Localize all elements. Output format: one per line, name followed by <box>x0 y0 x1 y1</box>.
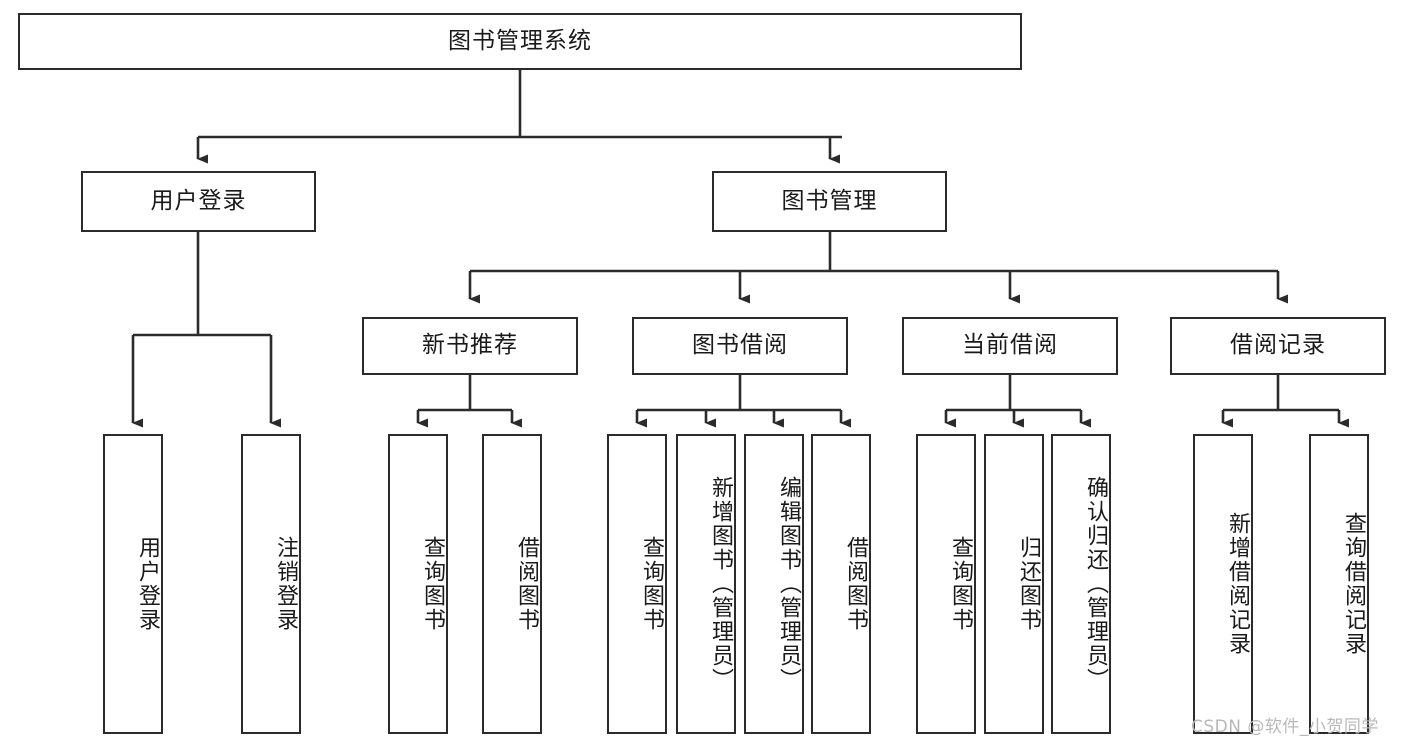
leaf-label: 借阅图书 <box>514 536 539 632</box>
leaf-book-borrow-edit-book-admin[interactable]: 编辑图书（管理员） <box>744 434 804 734</box>
node-user-login[interactable]: 用户登录 <box>81 171 316 232</box>
node-new-book-recommend-label: 新书推荐 <box>422 332 518 359</box>
leaf-new-book-borrow-book[interactable]: 借阅图书 <box>482 434 542 734</box>
leaf-label: 查询图书 <box>420 536 445 632</box>
leaf-new-book-query-book[interactable]: 查询图书 <box>388 434 448 734</box>
leaf-current-borrow-return-book[interactable]: 归还图书 <box>984 434 1044 734</box>
node-book-management[interactable]: 图书管理 <box>712 171 947 232</box>
leaf-current-borrow-query-book[interactable]: 查询图书 <box>916 434 976 734</box>
node-current-borrow-label: 当前借阅 <box>962 332 1058 359</box>
node-borrow-record[interactable]: 借阅记录 <box>1170 317 1386 375</box>
node-book-borrow-label: 图书借阅 <box>692 332 788 359</box>
node-root-label: 图书管理系统 <box>448 27 592 54</box>
leaf-label: 查询图书 <box>639 536 664 632</box>
node-new-book-recommend[interactable]: 新书推荐 <box>362 317 578 375</box>
node-book-borrow[interactable]: 图书借阅 <box>632 317 848 375</box>
leaf-label: 新增借阅记录 <box>1225 512 1250 656</box>
leaf-label: 注销登录 <box>273 536 298 632</box>
leaf-user-login-logout[interactable]: 注销登录 <box>241 434 301 734</box>
leaf-label: 查询图书 <box>948 536 973 632</box>
leaf-label: 借阅图书 <box>843 536 868 632</box>
node-book-management-label: 图书管理 <box>781 187 878 214</box>
leaf-user-login-login[interactable]: 用户登录 <box>103 434 163 734</box>
leaf-book-borrow-borrow-book[interactable]: 借阅图书 <box>811 434 871 734</box>
leaf-label: 归还图书 <box>1016 536 1041 632</box>
leaf-book-borrow-add-book-admin[interactable]: 新增图书（管理员） <box>676 434 736 734</box>
leaf-current-borrow-confirm-return-admin[interactable]: 确认归还（管理员） <box>1051 434 1111 734</box>
leaf-borrow-record-add-record[interactable]: 新增借阅记录 <box>1193 434 1253 734</box>
node-current-borrow[interactable]: 当前借阅 <box>902 317 1118 375</box>
leaf-borrow-record-query-record[interactable]: 查询借阅记录 <box>1309 434 1369 734</box>
leaf-label: 新增图书（管理员） <box>708 476 733 692</box>
node-root[interactable]: 图书管理系统 <box>18 13 1022 70</box>
leaf-book-borrow-query-book[interactable]: 查询图书 <box>607 434 667 734</box>
leaf-label: 编辑图书（管理员） <box>776 476 801 692</box>
node-borrow-record-label: 借阅记录 <box>1230 332 1326 359</box>
leaf-label: 用户登录 <box>135 536 160 632</box>
node-user-login-label: 用户登录 <box>150 187 247 214</box>
csdn-watermark: CSDN @软件_小贺同学 <box>1191 717 1379 737</box>
leaf-label: 确认归还（管理员） <box>1083 476 1108 692</box>
leaf-label: 查询借阅记录 <box>1341 512 1366 656</box>
